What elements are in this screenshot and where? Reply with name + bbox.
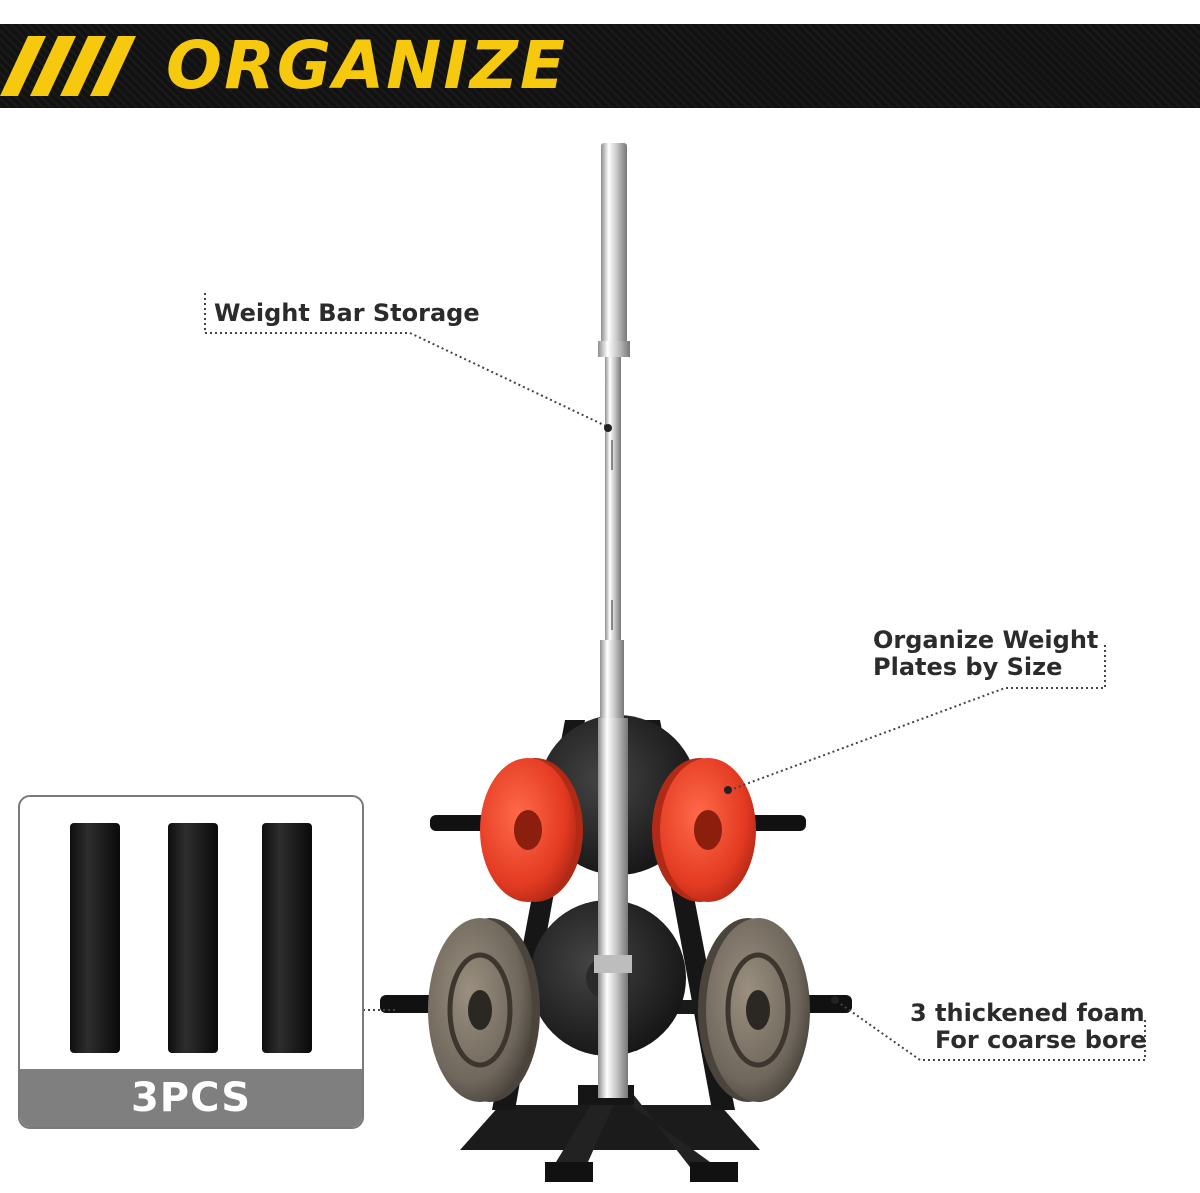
callout-weight-bar-storage: Weight Bar Storage [214, 299, 480, 327]
foam-sleeve-2 [168, 823, 218, 1053]
callout-plates-line1: Organize Weight [873, 626, 1099, 654]
foam-inset-panel: 3PCS [18, 795, 364, 1129]
callout-foam-line1: 3 thickened foam [910, 999, 1145, 1027]
gray-plates-left [428, 918, 540, 1102]
callout-dot-foam [831, 996, 839, 1004]
callout-lines [204, 293, 1146, 1061]
foam-sleeve-3 [262, 823, 312, 1053]
callout-dot-plates [724, 786, 732, 794]
foam-sleeve-1 [70, 823, 120, 1053]
rack-base [460, 1085, 760, 1182]
gray-plates-right [698, 918, 810, 1102]
stripes-decoration [0, 36, 136, 96]
callout-dot-bar [604, 424, 612, 432]
inset-quantity-label: 3PCS [20, 1069, 362, 1127]
callout-plates-line2: Plates by Size [873, 653, 1063, 681]
callout-foam-line2: For coarse bore [935, 1026, 1147, 1054]
red-plates-right [652, 758, 756, 902]
banner-title: ORGANIZE [166, 27, 567, 104]
header-banner: ORGANIZE [0, 24, 1200, 108]
barbell [594, 143, 632, 1098]
red-plates-left [480, 758, 583, 902]
